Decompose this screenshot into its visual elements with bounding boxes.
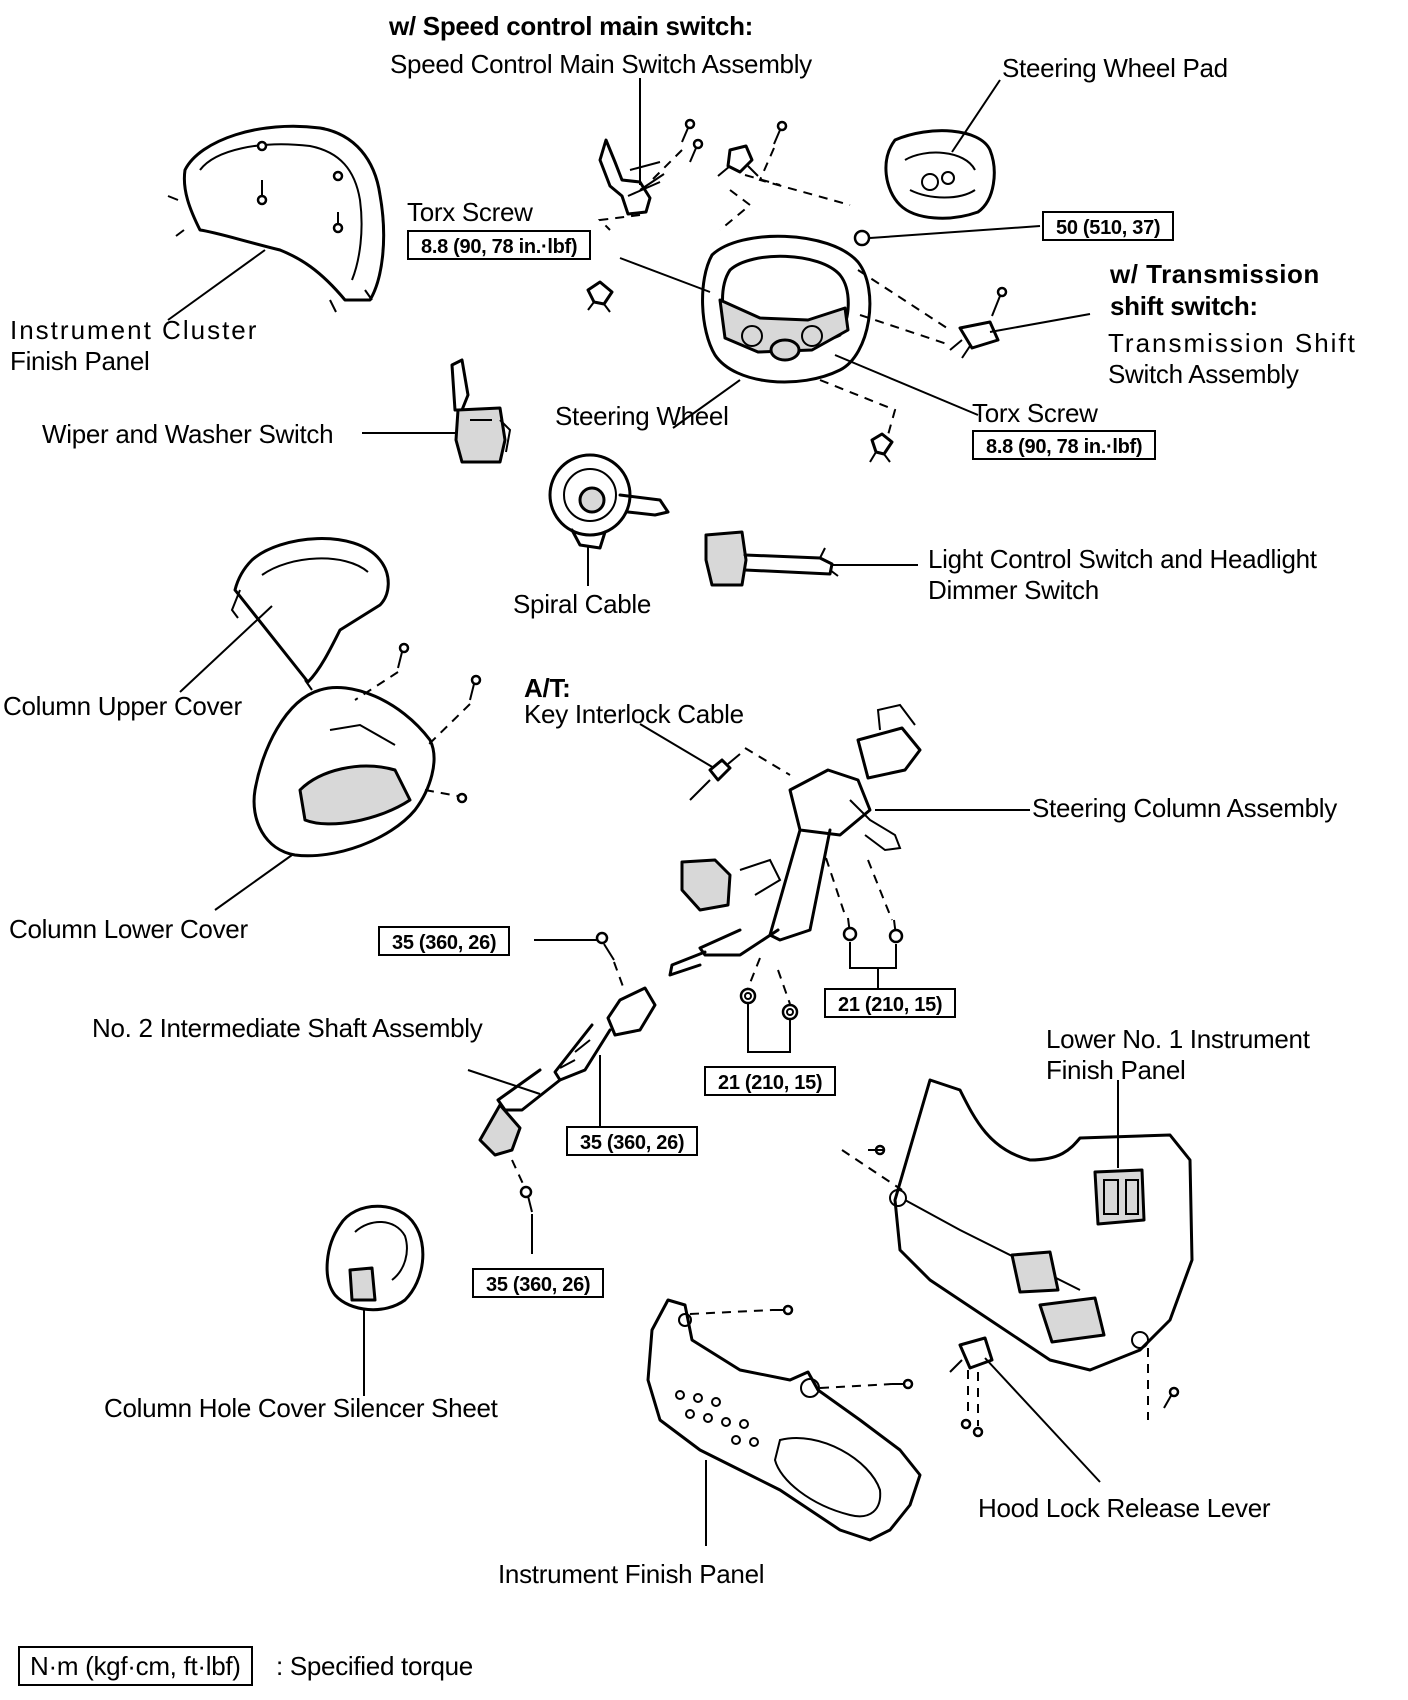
intermediate-shaft-drawing xyxy=(478,986,657,1157)
hood-lock-lever-label: Hood Lock Release Lever xyxy=(978,1493,1271,1523)
transmission-assembly-line1: Transmission Shift xyxy=(1108,328,1357,358)
silencer-sheet-label: Column Hole Cover Silencer Sheet xyxy=(104,1393,498,1423)
light-control-switch-drawing xyxy=(704,530,839,587)
silencer-sheet-drawing xyxy=(325,1204,425,1312)
key-interlock-cable-label: Key Interlock Cable xyxy=(524,699,744,729)
speed-control-screws xyxy=(681,118,788,177)
wiper-switch-drawing xyxy=(450,358,512,464)
column-bolts xyxy=(842,917,904,944)
torque-torx-lower: 8.8 (90, 78 in.·lbf) xyxy=(972,430,1157,460)
torque-shaft-lower: 35 (360, 26) xyxy=(472,1268,605,1298)
spiral-cable-drawing xyxy=(548,453,670,550)
steering-wheel-pad-drawing xyxy=(884,129,996,220)
spiral-cable-label: Spiral Cable xyxy=(513,589,652,619)
shaft-lower-bolt xyxy=(519,1185,533,1199)
wiper-switch-label: Wiper and Washer Switch xyxy=(42,419,334,449)
legend-torque-units: N·m (kgf·cm, ft·lbf) xyxy=(18,1646,253,1686)
transmission-shift-switch-drawing xyxy=(949,286,1008,359)
torque-torx-upper: 8.8 (90, 78 in.·lbf) xyxy=(407,230,592,260)
column-lower-cover-label: Column Lower Cover xyxy=(9,914,248,944)
light-control-label-line1: Light Control Switch and Headlight xyxy=(928,544,1317,574)
torque-pad-nut: 50 (510, 37) xyxy=(1042,211,1175,241)
column-upper-cover-label: Column Upper Cover xyxy=(3,691,242,721)
torx-screw-left xyxy=(586,280,614,313)
torque-column-bolts: 21 (210, 15) xyxy=(824,988,957,1018)
torx-screw-upper-label: Torx Screw xyxy=(407,197,533,227)
instrument-cluster-finish-panel-drawing xyxy=(167,124,386,313)
lower-panel-label-line2: Finish Panel xyxy=(1046,1055,1186,1085)
transmission-heading-line1: w/ Transmission xyxy=(1110,259,1320,289)
steering-column-assembly-drawing xyxy=(668,703,922,977)
hood-lock-lever-drawing xyxy=(949,1336,994,1438)
steering-wheel-pad-label: Steering Wheel Pad xyxy=(1002,53,1228,83)
torx-screw-right xyxy=(869,432,894,463)
light-control-label-line2: Dimmer Switch xyxy=(928,575,1099,605)
legend-torque-meaning: : Specified torque xyxy=(276,1651,473,1681)
torque-shaft-middle: 35 (360, 26) xyxy=(566,1126,699,1156)
steering-wheel-label: Steering Wheel xyxy=(555,401,729,431)
lower-cover-screw xyxy=(456,792,468,804)
steering-column-assembly-label: Steering Column Assembly xyxy=(1032,793,1337,823)
steering-wheel-drawing xyxy=(701,234,872,384)
shaft-upper-bolt xyxy=(595,931,609,945)
lower-panel-label-line1: Lower No. 1 Instrument xyxy=(1046,1024,1310,1054)
speed-control-assembly-label: Speed Control Main Switch Assembly xyxy=(390,49,812,79)
lower-no1-finish-panel-drawing xyxy=(889,1078,1194,1372)
torque-shaft-upper: 35 (360, 26) xyxy=(378,926,511,956)
torque-column-nuts: 21 (210, 15) xyxy=(704,1066,837,1096)
instrument-finish-panel-drawing xyxy=(646,1298,922,1542)
column-nuts xyxy=(739,987,799,1021)
torx-screw-lower-label: Torx Screw xyxy=(972,398,1098,428)
transmission-assembly-line2: Switch Assembly xyxy=(1108,359,1299,389)
leader-instrument-cluster xyxy=(167,249,266,321)
pad-nut xyxy=(853,229,871,247)
intermediate-shaft-label: No. 2 Intermediate Shaft Assembly xyxy=(92,1013,483,1043)
at-heading: A/T: xyxy=(524,673,571,703)
instrument-finish-panel-label: Instrument Finish Panel xyxy=(498,1559,765,1589)
speed-control-switch-drawing xyxy=(598,138,665,216)
speed-control-heading: w/ Speed control main switch: xyxy=(389,11,754,41)
transmission-heading-line2: shift switch: xyxy=(1110,291,1258,321)
key-interlock-cable-drawing xyxy=(689,753,741,801)
column-upper-cover-drawing xyxy=(230,537,390,691)
column-lower-cover-drawing xyxy=(252,685,436,858)
instrument-cluster-label-line1: Instrument Cluster xyxy=(10,315,259,345)
instrument-cluster-label-line2: Finish Panel xyxy=(10,346,150,376)
